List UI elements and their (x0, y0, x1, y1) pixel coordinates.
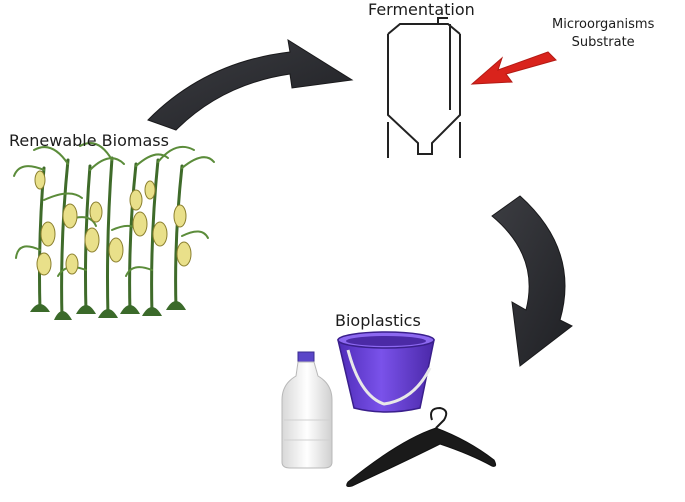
bucket-icon (337, 331, 435, 413)
corn-plants-icon (13, 142, 215, 320)
fermenter-vessel-icon (387, 17, 461, 158)
bioplastics-label: Bioplastics (335, 311, 421, 330)
red-arrow-icon (470, 51, 557, 85)
hanger-icon (346, 406, 497, 487)
renewable-biomass-label: Renewable Biomass (9, 131, 169, 150)
fermentation-label: Fermentation (368, 0, 475, 19)
bottle-icon (281, 351, 333, 469)
curved-arrow-icon (491, 195, 573, 367)
substrate-label: Substrate (571, 35, 635, 50)
curved-arrow-icon (147, 38, 354, 131)
microorganisms-label: Microorganisms (552, 17, 655, 32)
inputs-label: Microorganisms Substrate (552, 16, 654, 52)
